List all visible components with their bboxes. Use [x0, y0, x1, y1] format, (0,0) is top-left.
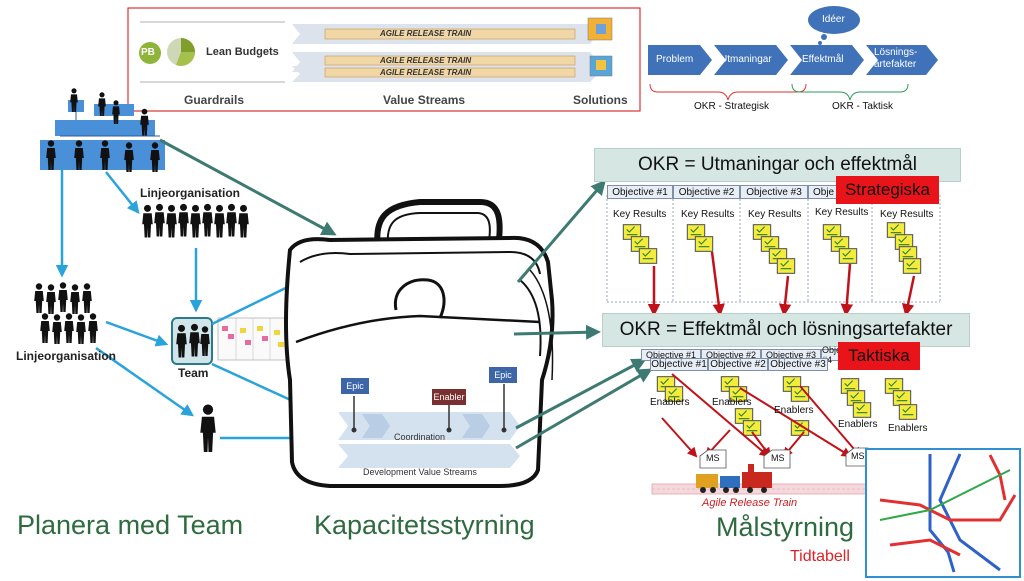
- tactical-okr-title: OKR = Effektmål och lösningsartefakter: [602, 313, 970, 347]
- coordination-stripes: [338, 384, 520, 468]
- team-icon: [171, 317, 213, 365]
- flow-step-utmaningar: Utmaningar: [720, 54, 772, 65]
- bag-illustration: [284, 199, 555, 488]
- individual-person-icon: [200, 404, 216, 452]
- okr-arrows: [159, 138, 653, 450]
- flow-step-effektmal: Effektmål: [802, 54, 844, 65]
- solutions-label: Solutions: [573, 93, 628, 107]
- solution-cubes-icon: [587, 17, 613, 77]
- art-label-1: AGILE RELEASE TRAIN: [380, 29, 472, 38]
- enablers-1: Enablers: [650, 397, 690, 408]
- guardrails-label: Guardrails: [184, 93, 245, 107]
- value-stream-stripes: [292, 24, 598, 82]
- key-results-5: Key Results: [880, 209, 934, 220]
- tidtabell-label: Tidtabell: [790, 548, 850, 565]
- okr-strategisk-label: OKR - Strategisk: [694, 101, 770, 112]
- epic-flag-1: Epic: [341, 378, 369, 394]
- idea-label: Idéer: [822, 14, 845, 25]
- agile-release-train-label: Agile Release Train: [702, 497, 798, 509]
- idea-cloud-icon: [808, 6, 860, 34]
- team-kanban-board: [217, 317, 289, 361]
- strategic-okr-grid: [606, 195, 941, 303]
- enablers-3: Enablers: [774, 405, 814, 416]
- org-chart-icon: [40, 88, 165, 172]
- flow-chevrons: [648, 6, 938, 101]
- ms-label-3: MS: [851, 451, 865, 461]
- flow-step-problem: Problem: [656, 54, 694, 65]
- linjeorg-left-label: Linjeorganisation: [16, 349, 117, 363]
- key-results-1: Key Results: [613, 209, 667, 220]
- key-results-2: Key Results: [681, 209, 735, 220]
- art-label-3: AGILE RELEASE TRAIN: [380, 68, 472, 77]
- malstyrning-label: Målstyrning: [716, 512, 855, 542]
- value-streams-label: Value Streams: [383, 93, 466, 107]
- tactical-objective-2: Objective #2: [708, 358, 768, 371]
- key-results-3: Key Results: [748, 209, 802, 220]
- art-label-2: AGILE RELEASE TRAIN: [380, 56, 472, 65]
- team-label: Team: [178, 366, 209, 380]
- linjeorg-crowd-left: [34, 282, 98, 344]
- metro-map: [865, 448, 1021, 578]
- coordination-label: Coordination: [394, 432, 446, 442]
- enabler-flag: Enabler: [432, 389, 466, 405]
- key-results-4: Key Results: [815, 207, 869, 218]
- enablers-2: Enablers: [712, 397, 752, 408]
- tactical-tag: Taktiska: [838, 342, 920, 370]
- lean-budgets-label: Lean Budgets: [206, 46, 279, 58]
- tactical-objective-1: Objective #1: [650, 358, 708, 371]
- lean-budget-pie-icon: [167, 38, 195, 66]
- linjeorg-crowd-top: [142, 203, 249, 238]
- enablers-5: Enablers: [888, 423, 928, 434]
- pb-icon: [139, 42, 161, 64]
- dvs-label: Development Value Streams: [363, 467, 477, 477]
- strategic-objective-4: Obje: [808, 185, 838, 199]
- train-icon: [696, 464, 772, 493]
- org-arrows: [55, 170, 341, 445]
- strategic-objective-2: Objective #2: [673, 185, 740, 199]
- tactical-red-arrows: [661, 373, 862, 458]
- tactical-objective-3: Objective #3: [768, 358, 828, 371]
- epic-flag-2: Epic: [489, 367, 517, 383]
- enablers-4: Enablers: [838, 419, 878, 430]
- ms-label-1: MS: [706, 453, 720, 463]
- safe-header-box: [127, 7, 641, 112]
- strategic-objective-3: Objective #3: [740, 185, 808, 199]
- okr-taktisk-label: OKR - Taktisk: [832, 101, 893, 112]
- pb-label: PB: [141, 47, 155, 58]
- strategic-to-tactical-arrows: [647, 251, 916, 317]
- strategic-tag: Strategiska: [836, 176, 939, 204]
- ms-label-2: MS: [771, 453, 785, 463]
- strategic-objective-1: Objective #1: [607, 185, 673, 199]
- kapacitetsstyrning-label: Kapacitetsstyrning: [314, 510, 535, 540]
- linjeorg-top-label: Linjeorganisation: [140, 186, 241, 200]
- flow-step-losningsartefakter: Lösnings-artefakter: [874, 47, 918, 70]
- planera-med-team-label: Planera med Team: [17, 510, 244, 540]
